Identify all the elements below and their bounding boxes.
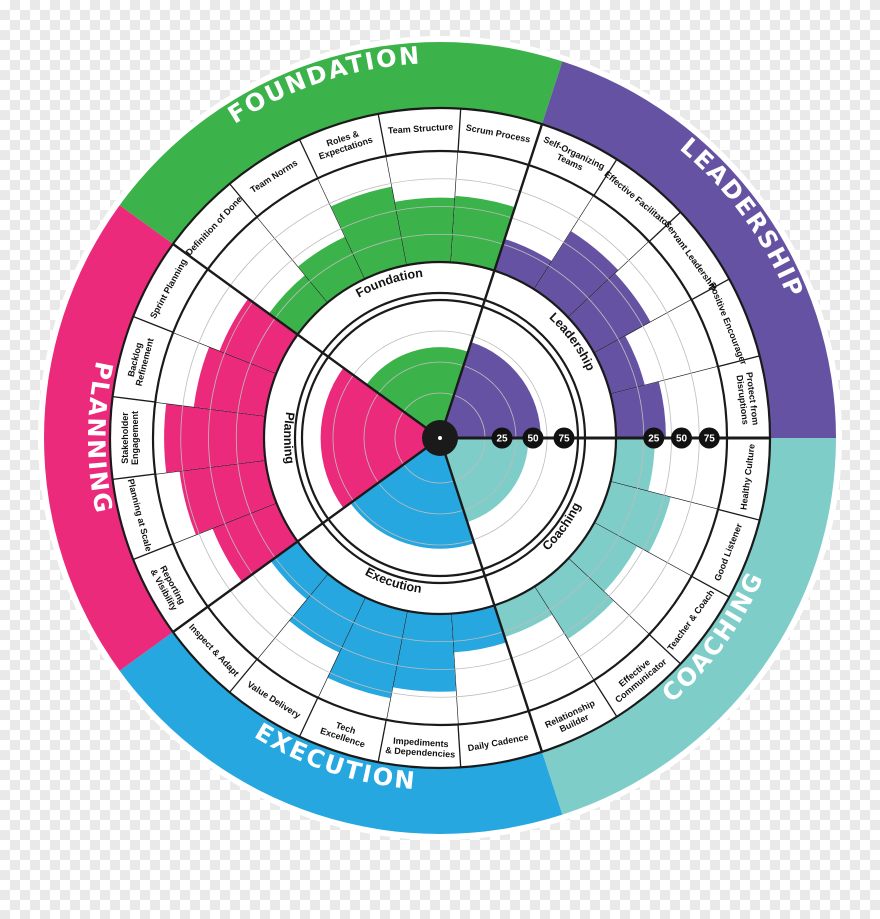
item-score-scrum-process [451,195,515,271]
scale-label: 75 [558,434,570,445]
category-ring-execution [297,523,495,614]
item-label-tech-excellence: TechExcellence [319,716,369,749]
scale-badge-inner-25 [491,427,513,449]
category-ring-coaching [484,438,616,606]
item-score-effective-facilitator [534,231,619,318]
scale-badge-inner-50 [522,427,544,449]
item-score-sprint-planning [219,298,298,374]
item-label-team-structure: Team Structure [388,122,454,136]
category-spoke [172,243,441,439]
item-label-impediments-dependencies: Impediments& Dependencies [385,735,456,759]
item-score-self-organizing-teams [494,238,553,290]
item-score-protect-from-disruptions [610,381,666,438]
category-score-execution [350,438,475,549]
item-score-reporting-visibility [212,502,298,582]
item-score-daily-cadence [451,605,507,653]
item-score-good-listener [594,481,671,553]
scale-label: 50 [527,434,539,445]
item-score-inspect-adapt [270,541,328,600]
center-dot [438,436,442,440]
category-band-foundation [119,42,563,245]
item-divider [593,522,730,598]
item-score-backlog-refinement [193,346,277,416]
scale-badge-outer-75 [698,427,720,449]
item-score-roles-expectations [331,186,408,279]
item-score-impediments-dependencies [392,610,456,692]
item-score-relationship-builder [494,586,553,638]
category-spoke [438,437,544,753]
item-score-team-structure [394,197,456,266]
category-ring-foundation [297,262,495,353]
category-band-coaching [541,438,836,815]
scale-label: 50 [676,434,688,445]
scale-label: 75 [704,434,716,445]
item-score-value-delivery [288,573,366,653]
scale-label: 25 [648,434,660,445]
item-score-teacher-coach [568,522,638,592]
item-score-planning-at-scale [179,460,277,535]
category-band-execution [119,631,563,834]
category-score-foundation [366,347,469,438]
category-spoke [172,437,441,633]
category-spoke [438,123,544,439]
category-score-coaching [440,438,529,523]
category-ring-leadership [484,270,616,438]
scale-badge-outer-25 [643,427,665,449]
item-score-definition-of-done [268,275,328,335]
category-label-planning: Planning [281,411,297,465]
scale-badge-inner-75 [553,427,575,449]
item-label-stakeholder-engagement: StakeholderEngagement [120,411,140,465]
item-score-team-norms [298,236,366,303]
category-band-leadership [541,61,836,438]
scale-label: 25 [496,434,508,445]
item-score-effective-communicator [534,558,614,640]
category-ring-planning [264,334,323,542]
item-score-stakeholder-engagement [164,403,266,473]
scale-badge-outer-50 [671,427,692,449]
item-score-healthy-culture [610,438,655,492]
category-score-planning [320,367,440,509]
item-score-tech-excellence [327,597,408,699]
category-band-planning [43,205,174,671]
